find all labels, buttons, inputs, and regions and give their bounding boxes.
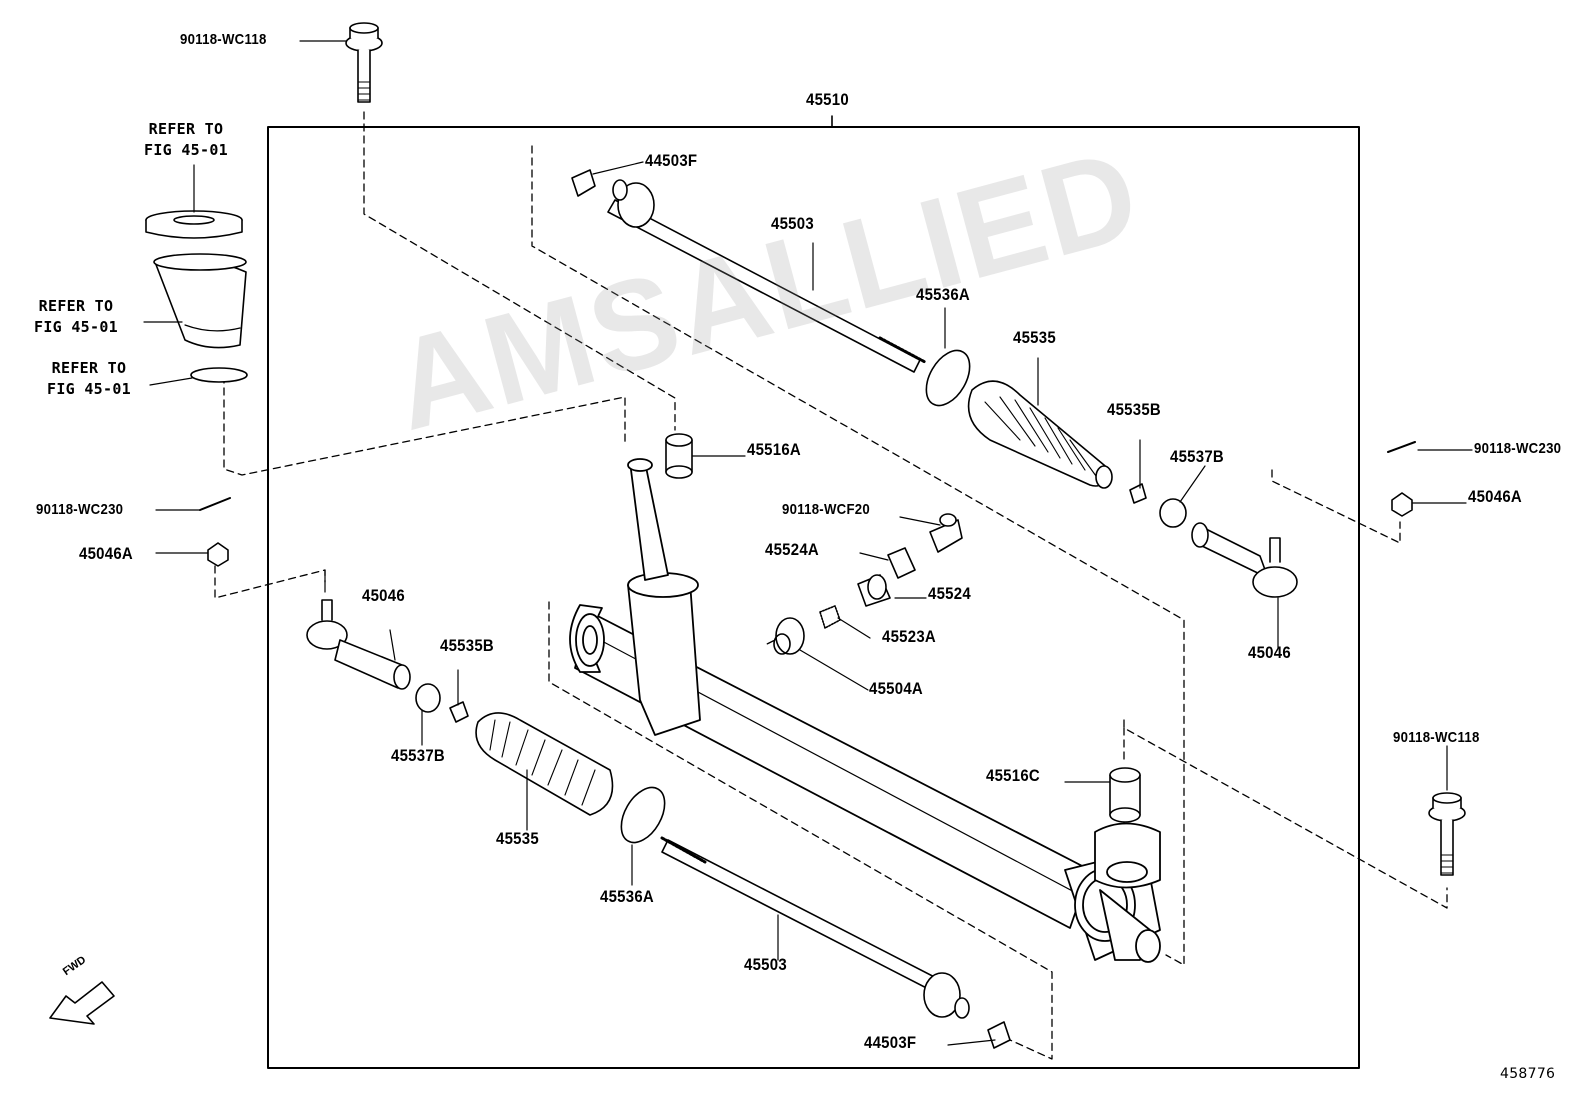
label-adjusting-plug: 90118-WCF20 [782, 501, 871, 518]
boot-clamp-left [620, 786, 666, 844]
fwd-arrow [49, 981, 115, 1025]
label-rack-bushing-right: 45516C [986, 766, 1040, 785]
label-inner-tie-rod-bottom: 45503 [744, 955, 787, 974]
cap [857, 574, 891, 607]
label-tie-rod-end-left: 45046 [362, 586, 405, 605]
rack-guide [773, 617, 805, 655]
rack-bushing-right [1109, 767, 1141, 823]
label-tie-rod-end-right: 45046 [1248, 643, 1291, 662]
mounting-bolt-right [1428, 792, 1466, 876]
label-castle-nut-right: 45046A [1468, 487, 1522, 506]
label-boot-clamp-left: 45536A [600, 887, 654, 906]
label-bolt-right: 90118-WC118 [1393, 729, 1480, 746]
label-rack-boot-left: 45535 [496, 829, 539, 848]
label-refer-oring: REFER TO FIG 45-01 [47, 359, 131, 398]
label-cap: 45524 [928, 584, 971, 603]
gasket [887, 547, 916, 579]
lock-nut-top [1159, 498, 1187, 528]
label-bolt-top: 90118-WC118 [180, 31, 267, 48]
label-cotter-pin-left: 90118-WC230 [36, 501, 124, 518]
rack-boot-left [475, 712, 614, 816]
rack-housing [569, 458, 1161, 963]
spring [819, 605, 841, 629]
cotter-pin-right [1387, 441, 1416, 453]
label-spring: 45523A [882, 627, 936, 646]
tie-rod-end-left [306, 599, 411, 690]
label-refer-insulator: REFER TO FIG 45-01 [144, 120, 228, 159]
label-rack-bushing-top: 45516A [747, 440, 801, 459]
label-rack-boot-top: 45535 [1013, 328, 1056, 347]
lock-washer-top [571, 169, 596, 197]
castle-nut-right [1391, 492, 1413, 517]
mounting-bolt-top [345, 22, 383, 103]
rack-bushing-top [665, 433, 693, 479]
figure-number: 458776 [1500, 1066, 1556, 1082]
boot-clip-left [449, 701, 469, 723]
label-gasket: 45524A [765, 540, 819, 559]
label-lock-nut-top: 45537B [1170, 447, 1224, 466]
rack-boot-top [967, 380, 1113, 489]
label-castle-nut-left: 45046A [79, 544, 133, 563]
column-cover [153, 253, 247, 349]
inner-tie-rod-bottom [660, 836, 970, 1019]
boot-clip-top [1129, 483, 1147, 504]
label-rack-guide: 45504A [869, 679, 923, 698]
label-boot-clip-left: 45535B [440, 636, 494, 655]
castle-nut-left [207, 542, 229, 567]
insulator-ring [145, 210, 243, 239]
assembly-frame [267, 126, 1360, 1069]
label-cotter-pin-right: 90118-WC230 [1474, 440, 1562, 457]
label-boot-clip-top: 45535B [1107, 400, 1161, 419]
tie-rod-end-right [1191, 522, 1298, 598]
boot-clamp-top [925, 349, 971, 407]
label-assembly-45510: 45510 [806, 90, 849, 109]
label-refer-cover: REFER TO FIG 45-01 [34, 297, 118, 336]
lock-washer-bottom [987, 1021, 1011, 1049]
label-lock-washer-top: 44503F [645, 151, 698, 170]
lock-nut-left [415, 683, 441, 713]
label-boot-clamp-top: 45536A [916, 285, 970, 304]
label-lock-washer-bottom: 44503F [864, 1033, 917, 1052]
label-inner-tie-rod-top: 45503 [771, 214, 814, 233]
inner-tie-rod-top [607, 179, 927, 373]
label-lock-nut-left: 45537B [391, 746, 445, 765]
o-ring [190, 367, 248, 383]
adjusting-plug [929, 513, 963, 553]
cotter-pin-left [199, 497, 231, 511]
